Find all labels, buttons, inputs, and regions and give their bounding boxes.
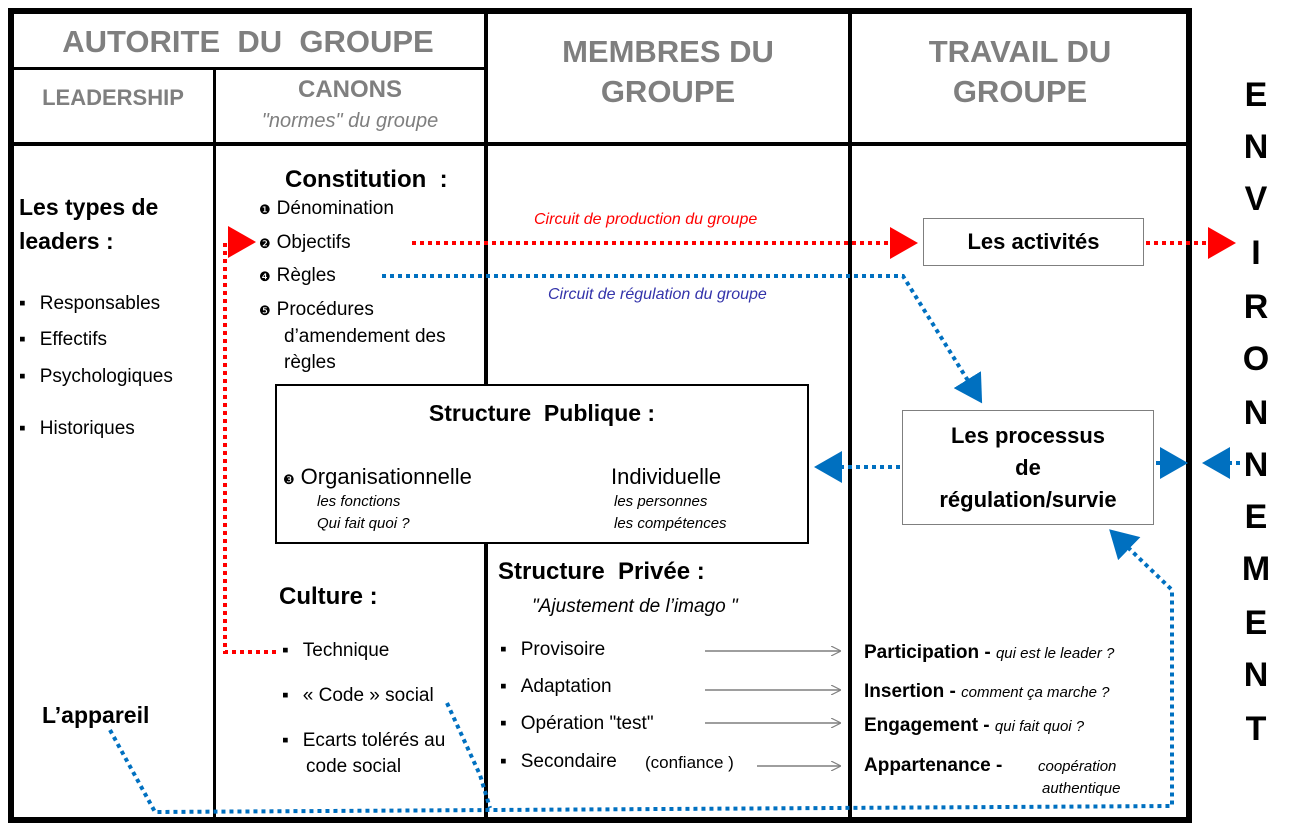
circuit-regulation-label: Circuit de régulation du groupe: [548, 286, 767, 303]
structure-privee-title: Structure Privée :: [498, 558, 705, 585]
leader-type-item: Psychologiques: [19, 366, 173, 388]
header-leadership: LEADERSHIP: [42, 85, 184, 110]
env-letter: E: [1244, 498, 1268, 536]
env-letter: N: [1243, 446, 1269, 484]
env-letter: V: [1244, 180, 1268, 218]
constitution-item-label: Dénomination: [276, 198, 394, 219]
header-travail-line1: TRAVAIL DU: [928, 34, 1112, 69]
culture-to-objectifs-arrow: [223, 226, 276, 654]
appareil-feedback-loop: [108, 529, 1174, 815]
appartenance-desc-line1: coopération: [1038, 758, 1117, 775]
leader-type-item: Effectifs: [19, 329, 107, 351]
code-social-connector: [445, 702, 492, 809]
culture-item: Ecarts tolérés au: [282, 730, 446, 752]
env-letter: O: [1242, 340, 1270, 378]
travail-item-desc: comment ça marche ?: [961, 684, 1110, 701]
structure-publique-title: Structure Publique :: [428, 400, 656, 426]
appartenance-desc-line2: authentique: [1042, 780, 1121, 797]
processus-line1: Les processus: [950, 423, 1106, 448]
env-letter: R: [1243, 288, 1269, 326]
individuelle-label: Individuelle: [611, 464, 722, 489]
constitution-item: ❶ Dénomination: [259, 198, 394, 220]
constitution-item-label: Procédures: [276, 299, 374, 320]
culture-item: « Code » social: [282, 685, 434, 707]
constitution-item: ❺ Procédures: [259, 299, 374, 321]
header-membres-line2: GROUPE: [600, 74, 736, 109]
constitution-item-label: Règles: [276, 265, 336, 286]
travail-item-insertion: Insertion - comment ça marche ?: [864, 681, 1110, 702]
structure-privee-item: Provisoire: [500, 639, 605, 661]
travail-item-label: Insertion: [864, 681, 945, 702]
env-letter: N: [1243, 128, 1269, 166]
appareil-label: L’appareil: [42, 702, 150, 728]
culture-item-continuation: code social: [306, 756, 402, 777]
travail-item-participation: Participation - qui est le leader ?: [864, 642, 1115, 663]
constitution-proc-line2: d’amendement des: [284, 326, 446, 347]
number-3-icon: ❸: [283, 472, 295, 487]
travail-item-desc: qui est le leader ?: [995, 645, 1115, 662]
column-divider: [848, 8, 852, 823]
env-letter: N: [1243, 394, 1269, 432]
env-letter: E: [1244, 604, 1268, 642]
env-letter: N: [1243, 656, 1269, 694]
number-2-icon: ❷: [259, 236, 271, 251]
travail-item-desc: qui fait quoi ?: [994, 718, 1085, 735]
constitution-item: ❷ Objectifs: [259, 232, 351, 254]
header-canons-subtitle: "normes" du groupe: [261, 110, 439, 132]
number-4-icon: ❹: [259, 269, 271, 284]
secondaire-suffix: (confiance ): [645, 753, 734, 772]
travail-item-appartenance: Appartenance -: [864, 755, 1003, 776]
activites-box: Les activités: [923, 218, 1144, 266]
travail-item-label: Appartenance: [864, 755, 991, 776]
organisationnelle-text: Organisationnelle: [300, 464, 472, 489]
travail-item-engagement: Engagement - qui fait quoi ?: [864, 715, 1085, 736]
header-travail-line2: GROUPE: [952, 74, 1088, 109]
culture-item: Technique: [282, 640, 390, 662]
constitution-item: ❹ Règles: [259, 265, 336, 287]
travail-item-label: Engagement: [864, 715, 979, 736]
env-letter: T: [1245, 710, 1267, 748]
activites-label: Les activités: [967, 229, 1100, 254]
organisationnelle-sub1: les fonctions: [317, 493, 401, 510]
processus-line3: régulation/survie: [939, 487, 1117, 512]
constitution-proc-line3: règles: [284, 352, 336, 373]
travail-item-label: Participation: [864, 642, 980, 663]
column-divider: [213, 68, 216, 823]
number-1-icon: ❶: [259, 202, 271, 217]
env-letter: M: [1241, 550, 1271, 588]
leaders-title-line2: leaders :: [19, 228, 114, 254]
constitution-item-label: Objectifs: [276, 232, 351, 253]
regulation-arrow: [382, 274, 983, 404]
header-autorite: AUTORITE DU GROUPE: [62, 24, 434, 59]
processus-line2: de: [1015, 455, 1041, 480]
organisationnelle-sub2: Qui fait quoi ?: [317, 515, 410, 532]
row-divider: [8, 142, 1192, 146]
organisationnelle-label: ❸ Organisationnelle: [283, 464, 472, 490]
row-divider: [8, 67, 486, 70]
structure-privee-item: Opération "test": [500, 713, 654, 735]
header-membres-line1: MEMBRES DU: [562, 34, 774, 69]
circuit-production-label: Circuit de production du groupe: [534, 211, 758, 228]
leader-type-item: Historiques: [19, 418, 135, 440]
leaders-title-line1: Les types de: [19, 194, 159, 220]
env-letter: I: [1251, 234, 1261, 272]
leader-type-item: Responsables: [19, 293, 160, 315]
diagram-frame: [8, 8, 1192, 823]
processus-box: Les processus de régulation/survie: [902, 410, 1154, 525]
structure-privee-subtitle: "Ajustement de l’imago ": [532, 596, 738, 617]
structure-privee-item: Secondaire: [500, 751, 617, 773]
constitution-title: Constitution :: [285, 166, 448, 193]
individuelle-sub1: les personnes: [614, 493, 708, 510]
structure-privee-item: Adaptation: [500, 676, 612, 698]
header-canons: CANONS: [297, 76, 402, 103]
env-letter: E: [1244, 76, 1268, 114]
number-5-icon: ❺: [259, 303, 271, 318]
individuelle-sub2: les compétences: [614, 515, 727, 532]
culture-title: Culture :: [279, 583, 378, 610]
